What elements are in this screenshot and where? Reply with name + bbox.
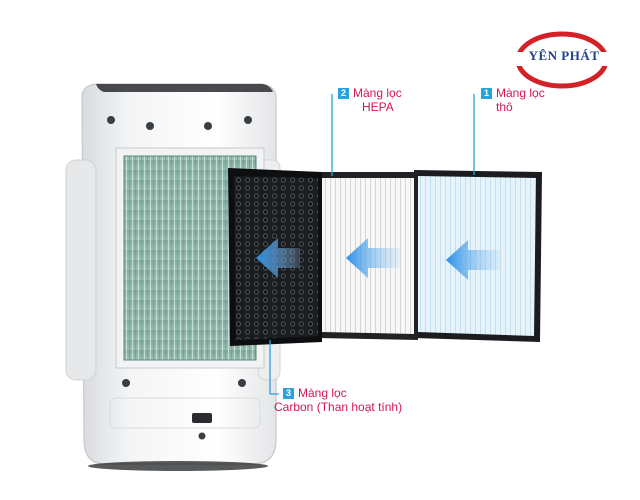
label-hepa-filter: 2 Màng lọc HEPA [338, 86, 402, 114]
arrow-left-icon [346, 238, 400, 278]
leader-lines [269, 94, 475, 395]
arrow-left-icon [256, 238, 300, 278]
label-line-2: Carbon (Than hoạt tính) [274, 400, 403, 414]
screw-icon [204, 122, 212, 130]
label-carbon-filter: 3 Màng lọc Carbon (Than hoạt tính) [274, 386, 402, 414]
label-line-1: Màng lọc [298, 386, 347, 400]
label-line-1: Màng lọc [496, 86, 545, 100]
number-badge: 3 [283, 388, 294, 399]
logo-text: YÊN PHÁT [528, 48, 600, 63]
logo-ring-icon [506, 31, 618, 89]
screw-icon [244, 116, 252, 124]
label-pre-filter: 1 Màng lọc thô [481, 86, 545, 114]
label-line-2: HEPA [362, 100, 394, 114]
brand-logo: YÊN PHÁT [506, 22, 618, 98]
screw-icon [146, 122, 154, 130]
arrow-left-icon [446, 240, 500, 280]
number-badge: 1 [481, 88, 492, 99]
label-line-1: Màng lọc [353, 86, 402, 100]
screw-icon [198, 432, 206, 440]
screw-icon [107, 116, 115, 124]
screw-icon [122, 379, 130, 387]
label-line-2: thô [496, 100, 513, 114]
number-badge: 2 [338, 88, 349, 99]
screw-icon [238, 379, 246, 387]
